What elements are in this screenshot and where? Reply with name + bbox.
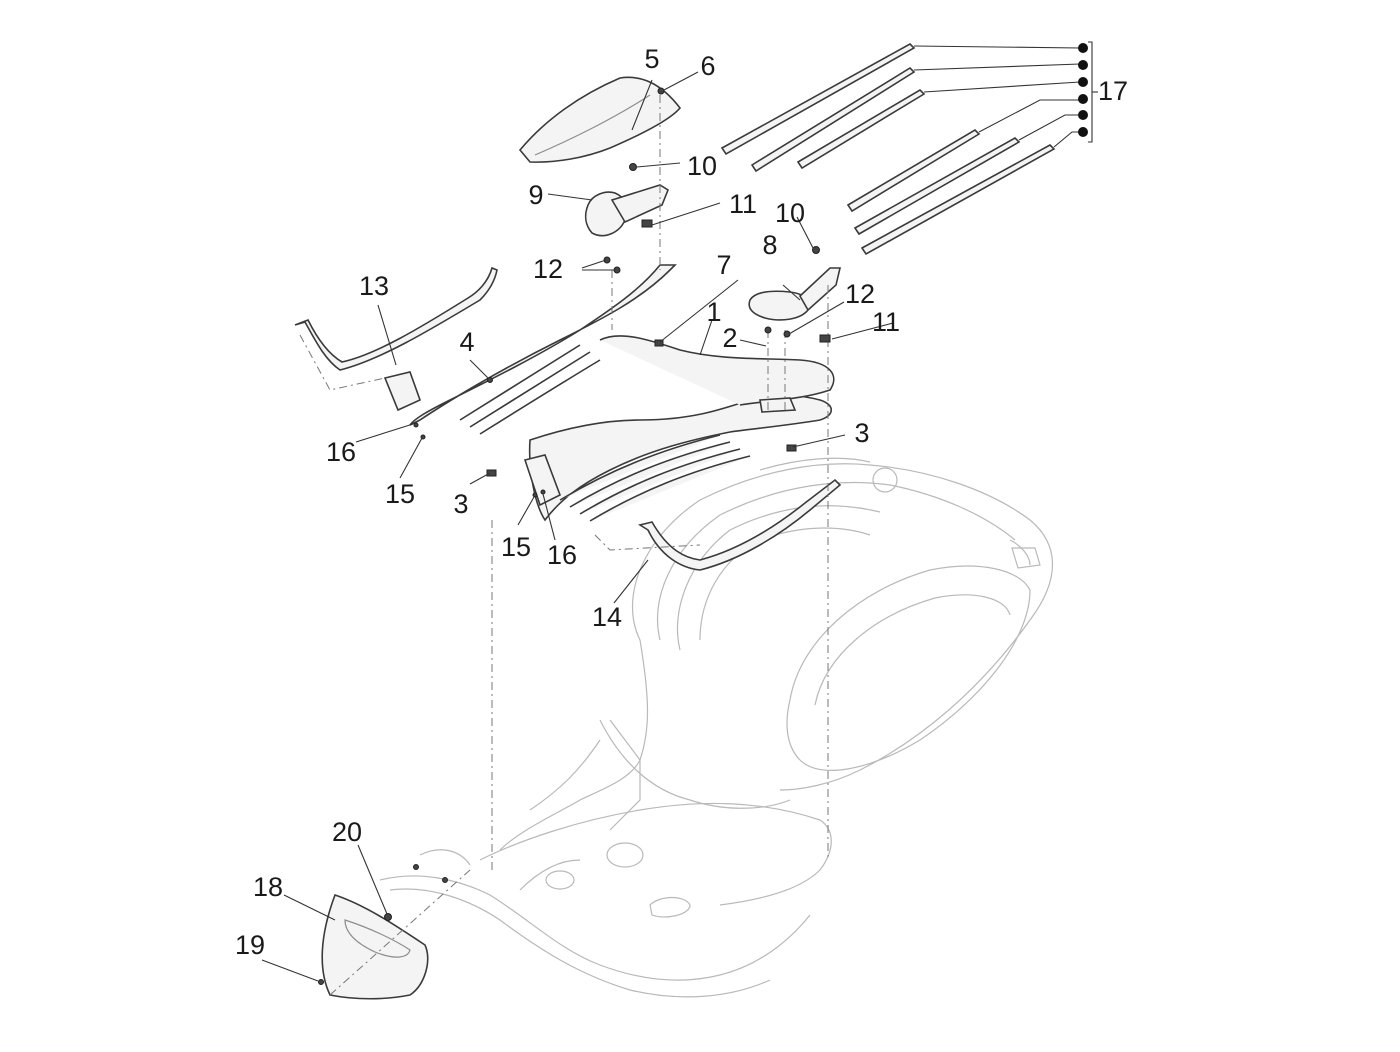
callout-14: 14 <box>592 602 622 632</box>
callout-10-right: 10 <box>775 198 805 228</box>
callout-15-right: 15 <box>501 532 531 562</box>
fasteners <box>318 87 831 985</box>
screw-2 <box>764 326 772 334</box>
strip-marker-dot <box>1078 110 1088 120</box>
clip-11-left <box>641 219 653 228</box>
callout-4: 4 <box>459 327 474 357</box>
scooter-body <box>379 457 1054 998</box>
callout-17: 17 <box>1098 76 1128 106</box>
washer-16-left <box>413 422 419 428</box>
part-8-pad <box>748 267 842 321</box>
part-14-trim-strip <box>637 478 842 571</box>
callout-15-left: 15 <box>385 479 415 509</box>
clip-11-right <box>819 334 831 343</box>
callout-9: 9 <box>528 180 543 210</box>
callout-3-right: 3 <box>854 418 869 448</box>
screw-19 <box>318 979 324 985</box>
strip-marker-dot <box>1078 94 1088 104</box>
strip-marker-dot <box>1078 127 1088 137</box>
part-18-lower-panel <box>321 893 429 1000</box>
callout-5: 5 <box>644 44 659 74</box>
part-13-trim-strip <box>294 266 498 371</box>
leader-lines <box>261 71 894 982</box>
callout-8: 8 <box>762 230 777 260</box>
alignment-lines <box>299 95 829 996</box>
strip-marker-dot <box>1078 77 1088 87</box>
part-17-rubber-strips <box>720 41 1098 256</box>
clip-3-left <box>486 469 497 477</box>
callout-10-left: 10 <box>687 151 717 181</box>
callout-13: 13 <box>359 271 389 301</box>
clip-7 <box>654 339 664 347</box>
nut-6 <box>657 87 665 95</box>
callout-20: 20 <box>332 817 362 847</box>
callout-6: 6 <box>700 51 715 81</box>
strip-marker-dot <box>1078 60 1088 70</box>
screw-10-right <box>812 246 820 254</box>
callout-3-left: 3 <box>453 489 468 519</box>
callout-labels: 5 6 10 11 9 12 10 8 7 12 13 1 11 2 4 3 1… <box>235 44 1128 960</box>
part-1-footboard <box>383 264 835 522</box>
callout-16-right: 16 <box>547 540 577 570</box>
callout-2: 2 <box>722 323 737 353</box>
callout-1: 1 <box>706 297 721 327</box>
screw-10-left <box>629 163 637 171</box>
screw-4 <box>487 377 493 383</box>
callout-16-left: 16 <box>326 437 356 467</box>
body-screw <box>442 877 448 883</box>
part-5-upper-cover <box>518 76 682 163</box>
strip-marker-dot <box>1078 43 1088 53</box>
body-screw <box>413 864 419 870</box>
callout-12-left: 12 <box>533 254 563 284</box>
screw-15-right <box>532 492 538 498</box>
washer-16-right <box>540 489 546 495</box>
callout-18: 18 <box>253 872 283 902</box>
callout-7: 7 <box>716 250 731 280</box>
part-9-pad <box>584 184 669 237</box>
callout-12-right: 12 <box>845 279 875 309</box>
callout-19: 19 <box>235 930 265 960</box>
callout-11-right: 11 <box>872 307 900 337</box>
clip-3-right <box>786 444 797 452</box>
nut-12-left-a <box>603 256 611 264</box>
callout-11-left: 11 <box>729 189 757 219</box>
nut-20 <box>384 913 392 921</box>
